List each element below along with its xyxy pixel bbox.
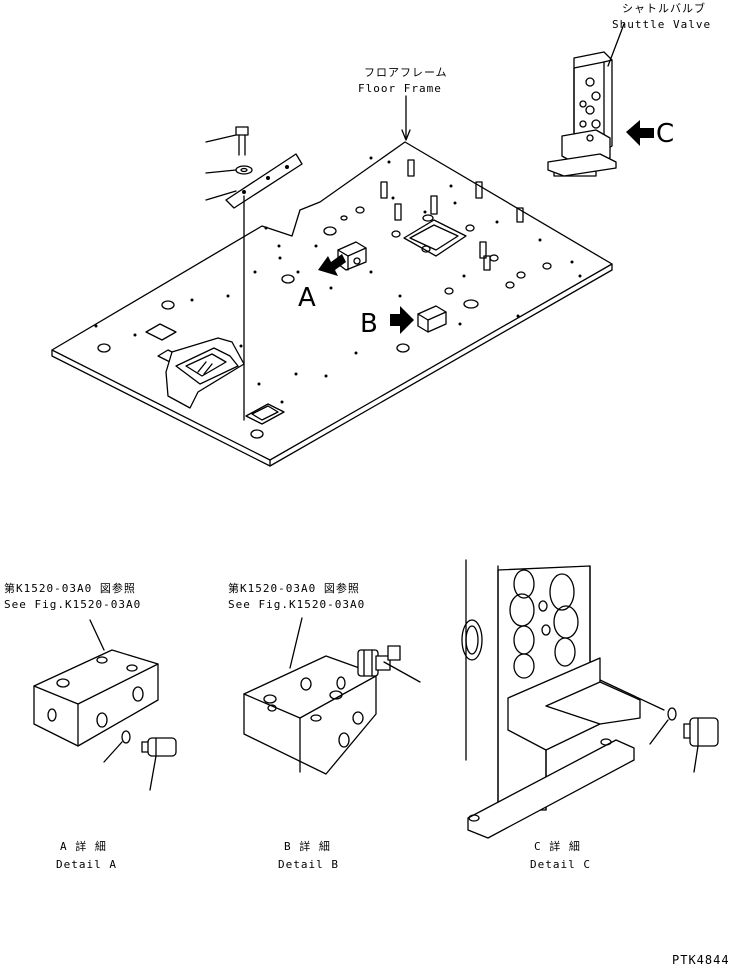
block-b-on-plate xyxy=(417,305,447,333)
bolt-assembly xyxy=(205,126,253,201)
ref-a-label-en: See Fig.K1520-03A0 xyxy=(4,598,142,611)
shuttle-valve-label-en: Shuttle Valve xyxy=(612,18,712,31)
detail-a-title-jp: A 詳 細 xyxy=(60,840,107,853)
drawing-number: PTK4844 xyxy=(672,953,730,967)
detail-c-title-jp: C 詳 細 xyxy=(534,840,581,853)
plate-bosses xyxy=(380,159,524,271)
plate-opening xyxy=(403,219,467,257)
detail-b-fitting xyxy=(357,645,421,683)
ref-b-label-en: See Fig.K1520-03A0 xyxy=(228,598,366,611)
shuttle-valve-label-jp: シャトルバルブ xyxy=(622,2,706,15)
detail-a-plug xyxy=(141,737,177,791)
detail-c-title-en: Detail C xyxy=(530,858,591,871)
bolt-bracket xyxy=(225,153,303,209)
arrow-a xyxy=(318,254,346,276)
detail-b-title-en: Detail B xyxy=(278,858,339,871)
arrow-c xyxy=(626,120,654,146)
floor-frame-label-jp: フロアフレーム xyxy=(364,66,448,79)
ref-b-label-jp: 第K1520-03A0 図参照 xyxy=(228,582,360,595)
ref-a-label-jp: 第K1520-03A0 図参照 xyxy=(4,582,136,595)
detail-b-title-jp: B 詳 細 xyxy=(284,840,331,853)
arrow-b xyxy=(390,306,414,334)
detail-a-title-en: Detail A xyxy=(56,858,117,871)
detail-a-drawing xyxy=(33,619,177,791)
shuttle-valve xyxy=(547,23,625,177)
floor-frame-plate xyxy=(51,141,613,467)
detail-c-plug xyxy=(683,717,719,773)
block-a-on-plate xyxy=(337,241,367,271)
marker-a: A xyxy=(298,283,316,313)
detail-c-drawing xyxy=(461,559,719,839)
marker-c: C xyxy=(656,119,675,149)
floor-frame-label-en: Floor Frame xyxy=(358,82,442,95)
plate-dots xyxy=(94,156,582,404)
detail-b-drawing xyxy=(243,617,421,775)
marker-b: B xyxy=(360,309,378,339)
